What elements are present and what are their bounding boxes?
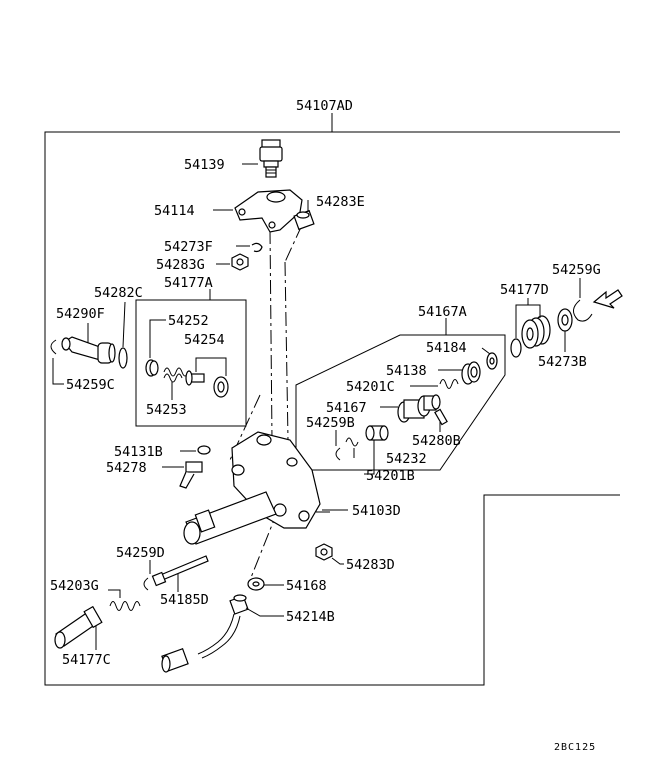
washer-54273B xyxy=(557,308,573,332)
label-54280B: 54280B xyxy=(412,433,461,449)
label-54138: 54138 xyxy=(386,363,427,379)
label-54259D: 54259D xyxy=(116,545,165,561)
label-54259C: 54259C xyxy=(66,377,115,393)
hose-54214B xyxy=(161,594,249,673)
label-54253: 54253 xyxy=(146,402,187,418)
push-rod-54185D xyxy=(151,555,209,587)
bracket-54114 xyxy=(234,189,303,233)
label-54185D: 54185D xyxy=(160,592,209,608)
direction-arrow-icon xyxy=(592,289,623,309)
label-54177A: 54177A xyxy=(164,275,213,291)
figure-code: 2BC125 xyxy=(554,742,596,753)
spring-54203G xyxy=(109,601,141,611)
snap-ring-54259C xyxy=(50,339,57,355)
label-54139: 54139 xyxy=(184,157,225,173)
boot-54177C xyxy=(54,605,103,649)
spring-54201C xyxy=(439,379,459,389)
label-54177D: 54177D xyxy=(500,282,549,298)
washer-54184 xyxy=(486,352,498,370)
label-54201C: 54201C xyxy=(346,379,395,395)
bleeder-54278 xyxy=(179,461,203,489)
label-54282C: 54282C xyxy=(94,285,143,301)
label-54283G: 54283G xyxy=(156,257,205,273)
nut-54283E xyxy=(293,209,315,231)
subassembly-box-54177A xyxy=(135,289,247,427)
label-54214B: 54214B xyxy=(286,609,335,625)
label-54283D: 54283D xyxy=(346,557,395,573)
label-54273B: 54273B xyxy=(538,354,587,370)
nut-54283G xyxy=(231,253,249,271)
plug-54201B xyxy=(365,425,389,441)
connector-54290F xyxy=(61,336,116,364)
bushing-54138 xyxy=(461,361,481,385)
bolt-54139 xyxy=(259,139,283,178)
label-54252: 54252 xyxy=(168,313,209,329)
label-54168: 54168 xyxy=(286,578,327,594)
label-54259B: 54259B xyxy=(306,415,355,431)
label-54259G: 54259G xyxy=(552,262,601,278)
subassembly-box-54167A xyxy=(295,318,506,471)
nut-54283D xyxy=(315,543,333,561)
assembly-frame xyxy=(44,113,620,686)
oring-54282C xyxy=(118,347,128,369)
washer-54131B xyxy=(197,445,211,455)
label-54167: 54167 xyxy=(326,400,367,416)
label-54184: 54184 xyxy=(426,340,467,356)
label-54232: 54232 xyxy=(386,451,427,467)
cap-54252 xyxy=(145,359,159,377)
label-54131B: 54131B xyxy=(114,444,163,460)
valve-54167 xyxy=(397,394,441,423)
snap-ring-54259G xyxy=(573,299,593,322)
label-54290F: 54290F xyxy=(56,306,105,322)
label-54167A: 54167A xyxy=(418,304,467,320)
label-54278: 54278 xyxy=(106,460,147,476)
washer-54168 xyxy=(247,577,265,591)
label-54203G: 54203G xyxy=(50,578,99,594)
clip-54273F xyxy=(251,242,263,253)
center-lines xyxy=(229,224,330,581)
piston-54254 xyxy=(185,370,229,398)
label-54114: 54114 xyxy=(154,203,195,219)
spring-54253 xyxy=(163,367,189,383)
snap-ring-54259B xyxy=(335,447,341,461)
label-54103D: 54103D xyxy=(352,503,401,519)
label-54201B: 54201B xyxy=(366,468,415,484)
label-54273F: 54273F xyxy=(164,239,213,255)
pin-54280B xyxy=(434,408,448,426)
label-54107AD: 54107AD xyxy=(296,98,353,114)
snap-ring-54259D xyxy=(143,577,149,591)
label-54283E: 54283E xyxy=(316,194,365,210)
spring-54232 xyxy=(345,437,359,447)
label-54177C: 54177C xyxy=(62,652,111,668)
seal-54177D xyxy=(510,315,551,358)
cylinder-body-54103D xyxy=(183,431,321,545)
label-54254: 54254 xyxy=(184,332,225,348)
